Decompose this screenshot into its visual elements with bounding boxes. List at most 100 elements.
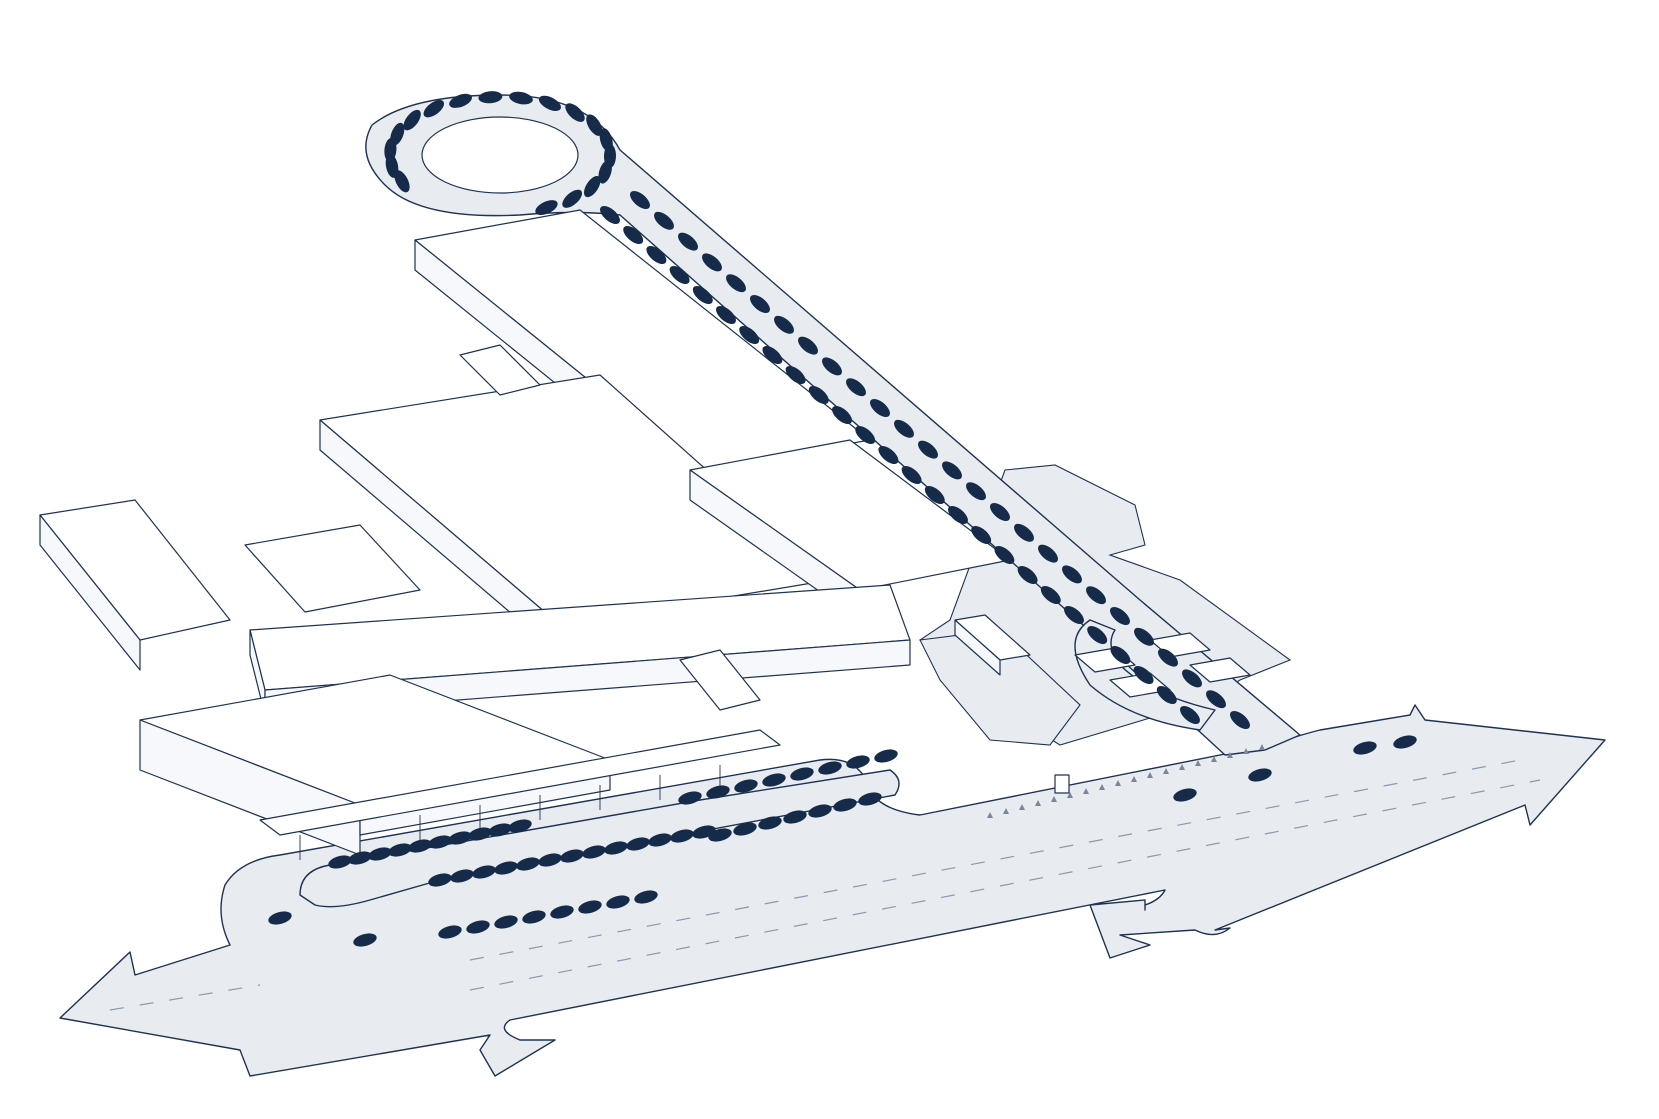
vehicle [1173, 788, 1197, 802]
vehicle [918, 440, 938, 459]
vehicle [1133, 666, 1154, 684]
vehicle [538, 853, 562, 867]
vehicle [924, 486, 945, 504]
vehicle [692, 286, 713, 304]
gable-roof-north [459, 344, 541, 396]
vehicle [448, 831, 472, 845]
vehicle [1248, 768, 1272, 782]
traffic-cone [1067, 792, 1073, 798]
courtyard-roof [244, 524, 421, 613]
west-wing-wall [39, 514, 141, 671]
vehicle [604, 841, 628, 855]
vehicle [708, 828, 732, 842]
vehicle [855, 426, 876, 444]
traffic-cone [1259, 744, 1265, 750]
vehicle [438, 925, 462, 939]
vehicle [1038, 544, 1058, 563]
vehicle [582, 845, 606, 859]
vehicle [1182, 669, 1202, 688]
building-complex [39, 209, 1011, 860]
vehicle [535, 200, 558, 216]
vehicle [774, 315, 794, 334]
vehicle [390, 122, 405, 146]
vehicle [1014, 523, 1034, 542]
vehicle [268, 911, 292, 925]
vehicle [846, 378, 866, 397]
vehicle [670, 829, 694, 843]
vehicle [450, 869, 474, 883]
vehicle [669, 266, 690, 284]
traffic-cone [1131, 776, 1137, 782]
vehicle [472, 865, 496, 879]
vehicle [783, 810, 807, 824]
vehicle [408, 839, 432, 853]
vehicle [808, 386, 829, 404]
vehicle-queue [268, 91, 1417, 947]
vehicle [762, 346, 783, 364]
vehicle [818, 761, 842, 775]
vehicle [1110, 646, 1131, 664]
vehicle [948, 506, 968, 524]
vehicle [508, 819, 532, 833]
vehicle [785, 366, 806, 384]
traffic-cone [1035, 800, 1041, 806]
screening-canopy-4 [1189, 657, 1251, 683]
vehicle [808, 804, 832, 818]
vehicle [733, 822, 757, 836]
vehicle [423, 100, 445, 118]
vehicle [428, 873, 452, 887]
traffic-cone [1227, 752, 1233, 758]
vehicle [1393, 735, 1417, 749]
vehicle [1086, 586, 1106, 605]
vehicle [562, 189, 583, 208]
vehicle [1180, 706, 1200, 724]
vehicle [1062, 565, 1082, 584]
vehicle [388, 843, 412, 857]
vehicle [623, 226, 644, 244]
vehicle [832, 406, 852, 424]
vehicle [739, 326, 760, 344]
vehicle [394, 170, 410, 193]
vehicle [578, 900, 602, 914]
vehicle [494, 861, 518, 875]
vehicle [328, 855, 352, 869]
traffic-cone [1195, 760, 1201, 766]
vehicle [846, 755, 870, 769]
traffic-cone [1179, 764, 1185, 770]
front-parking-loop [299, 769, 900, 908]
vehicle [654, 211, 674, 230]
vehicle [790, 767, 814, 781]
vehicle [990, 503, 1010, 521]
vehicle [368, 847, 392, 861]
vehicle [348, 851, 372, 865]
vehicle [1158, 648, 1178, 667]
vehicle [706, 785, 730, 799]
vehicle [353, 933, 377, 947]
vehicle [466, 920, 490, 934]
vehicle [702, 253, 722, 272]
site-trailer-side [954, 619, 1001, 676]
vehicle [494, 915, 518, 929]
vehicle [560, 849, 584, 863]
turnaround-island [421, 116, 579, 194]
traffic-cone [987, 812, 993, 818]
vehicle [428, 835, 452, 849]
vehicle [971, 526, 992, 544]
vehicle [1134, 627, 1154, 646]
west-road-lane-marks [109, 984, 261, 1011]
vehicle [1110, 607, 1130, 625]
vehicle [1206, 690, 1226, 709]
vehicle [1353, 741, 1377, 755]
vehicle [822, 357, 842, 376]
traffic-cone [1211, 756, 1217, 762]
site-sign [1054, 774, 1070, 794]
vehicle [586, 114, 603, 136]
vehicle [758, 816, 782, 830]
vehicle [762, 773, 786, 787]
vehicle [734, 779, 758, 793]
traffic-cones [987, 744, 1265, 818]
vehicle [878, 446, 899, 464]
vehicle [994, 546, 1015, 564]
ground-layer [59, 94, 1606, 1077]
